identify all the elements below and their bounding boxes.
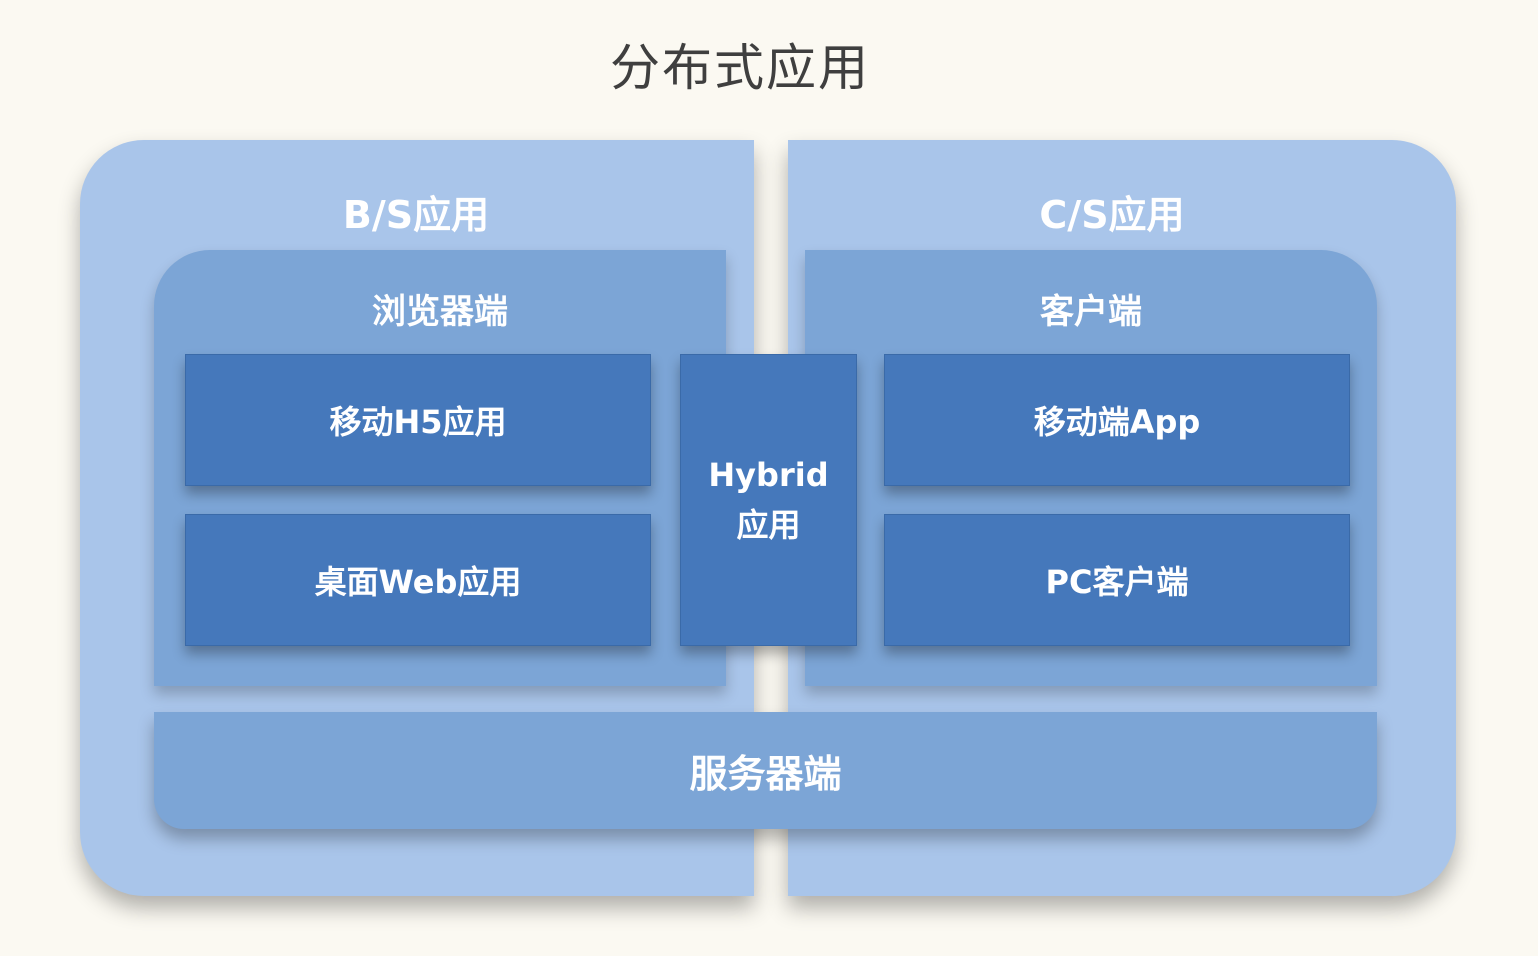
desktop-web-app-box: 桌面Web应用	[185, 514, 651, 646]
pc-client-box: PC客户端	[884, 514, 1350, 646]
hybrid-app-box: Hybrid 应用	[680, 354, 857, 646]
diagram-title: 分布式应用	[610, 39, 870, 97]
hybrid-line-1: Hybrid	[708, 456, 829, 494]
cs-application-label: C/S应用	[1039, 193, 1185, 237]
hybrid-line-2: 应用	[736, 506, 801, 544]
mobile-h5-app-box: 移动H5应用	[185, 354, 651, 486]
mobile-app-box: 移动端App	[884, 354, 1350, 486]
browser-side-label: 浏览器端	[372, 292, 508, 332]
client-side-label: 客户端	[1040, 292, 1142, 332]
server-side-panel: 服务器端	[154, 712, 1377, 829]
bs-application-label: B/S应用	[342, 193, 490, 237]
